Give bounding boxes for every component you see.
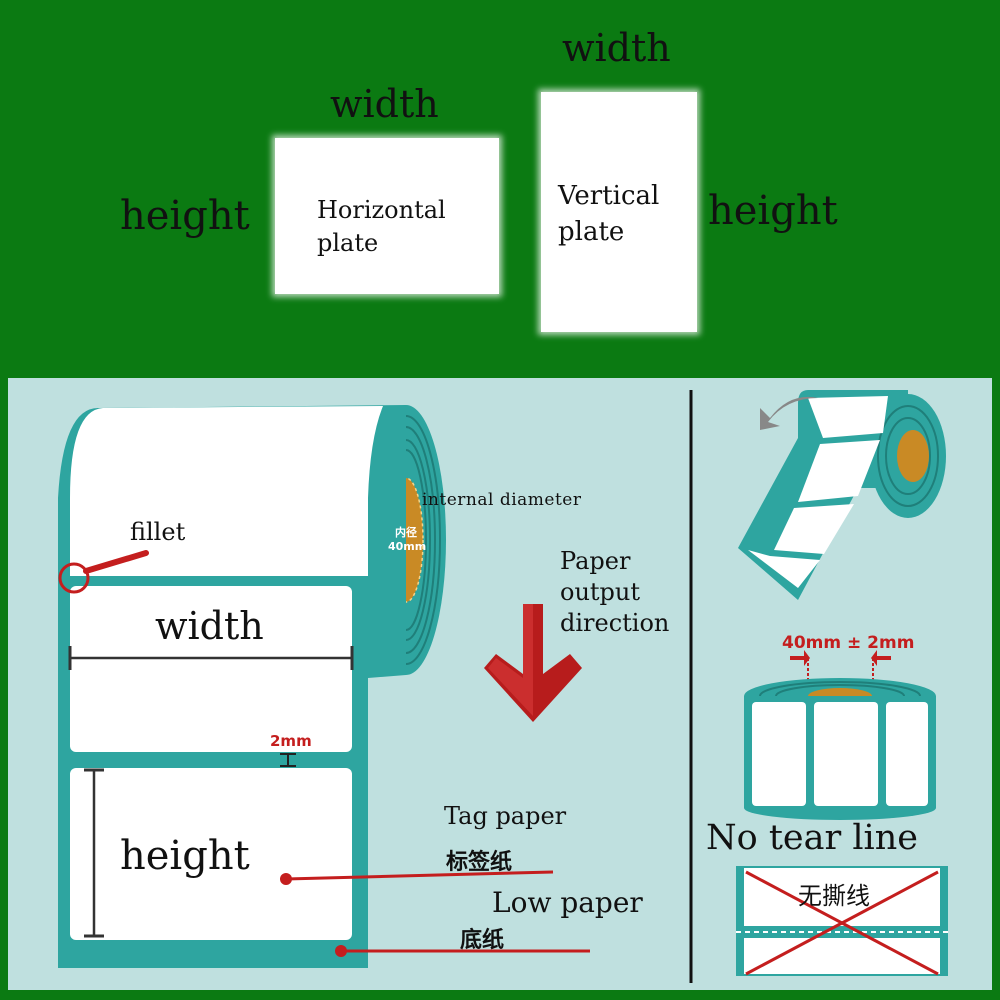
- label-roll: [58, 405, 446, 968]
- horizontal-plate-text: Horizontal plate: [317, 196, 446, 257]
- horizontal-width-label: width: [330, 82, 439, 126]
- vertical-height-label: height: [708, 188, 838, 234]
- tag-paper-label: Tag paper: [444, 802, 567, 830]
- no-tear-line-cn-label: 无撕线: [798, 882, 870, 910]
- no-tear-line-label: No tear line: [706, 818, 918, 858]
- horizontal-plate: Horizontal plate: [275, 138, 499, 294]
- vertical-plate-text: Vertical plate: [558, 181, 660, 247]
- no-tear-line-strip: [736, 866, 948, 976]
- cross-line-2: [745, 870, 939, 976]
- fillet-label: fillet: [130, 518, 186, 546]
- internal-diameter-label: internal diameter: [422, 490, 582, 510]
- fillet-marker: [58, 562, 90, 594]
- core-arrow-right: [871, 650, 891, 666]
- core-size-roll: [744, 650, 936, 820]
- vertical-plate: Vertical plate: [541, 92, 697, 332]
- width-label: width: [155, 604, 264, 648]
- low-paper-label: Low paper: [492, 886, 643, 919]
- orientation-section: width height Horizontal plate width Vert…: [0, 0, 1000, 375]
- vertical-width-label: width: [562, 26, 671, 70]
- gap-label: 2mm: [270, 732, 312, 750]
- horizontal-height-label: height: [120, 193, 250, 239]
- low-paper-cn-label: 底纸: [460, 928, 505, 953]
- height-label: height: [120, 833, 250, 879]
- bottom-label: [70, 768, 352, 940]
- core-arrow-left: [790, 650, 810, 666]
- small-roll-top: [738, 390, 946, 600]
- label-roll-diagram-panel: 内径 40mm internal diameter fillet width 2…: [8, 378, 992, 990]
- tag-paper-cn-label: 标签纸: [446, 850, 513, 875]
- middle-label: [70, 586, 352, 752]
- core-text-cn: 内径: [395, 526, 417, 539]
- core-text-size: 40mm: [388, 540, 427, 553]
- roll-illustration: [58, 390, 948, 983]
- rotate-arrow-icon: [760, 396, 818, 430]
- paper-output-direction-label: Paper output direction: [560, 547, 670, 637]
- top-label: [70, 406, 383, 576]
- core-size-label: 40mm ± 2mm: [782, 633, 915, 653]
